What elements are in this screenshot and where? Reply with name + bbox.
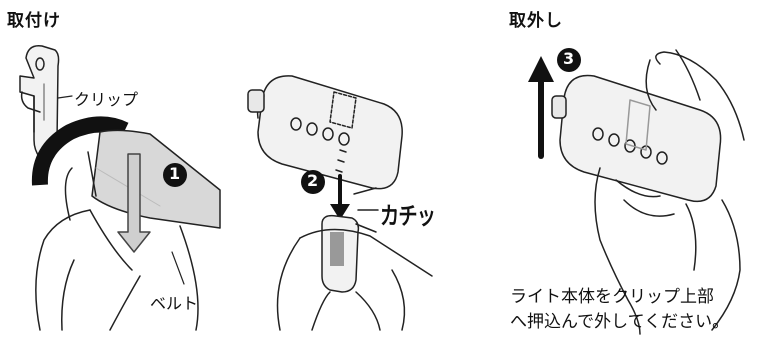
belt-clip-drawing [19, 45, 221, 331]
attach-title: 取付け [7, 11, 61, 31]
step-3-marker: 3 [563, 49, 575, 68]
click-sound-label: カチッ [380, 202, 436, 230]
clip-label: クリップ [74, 90, 139, 109]
remove-title: 取外し [509, 11, 563, 31]
removal-instruction-line-1: ライト本体をクリップ上部 [510, 287, 714, 307]
step-2-marker: 2 [307, 171, 319, 190]
removal-instruction-line-2: へ押込んで外してください。 [510, 312, 730, 332]
light-attach-drawing [247, 75, 433, 331]
belt-label: ベルト [150, 294, 199, 313]
step-1-marker: 1 [169, 164, 181, 183]
light-remove-drawing [528, 48, 745, 335]
